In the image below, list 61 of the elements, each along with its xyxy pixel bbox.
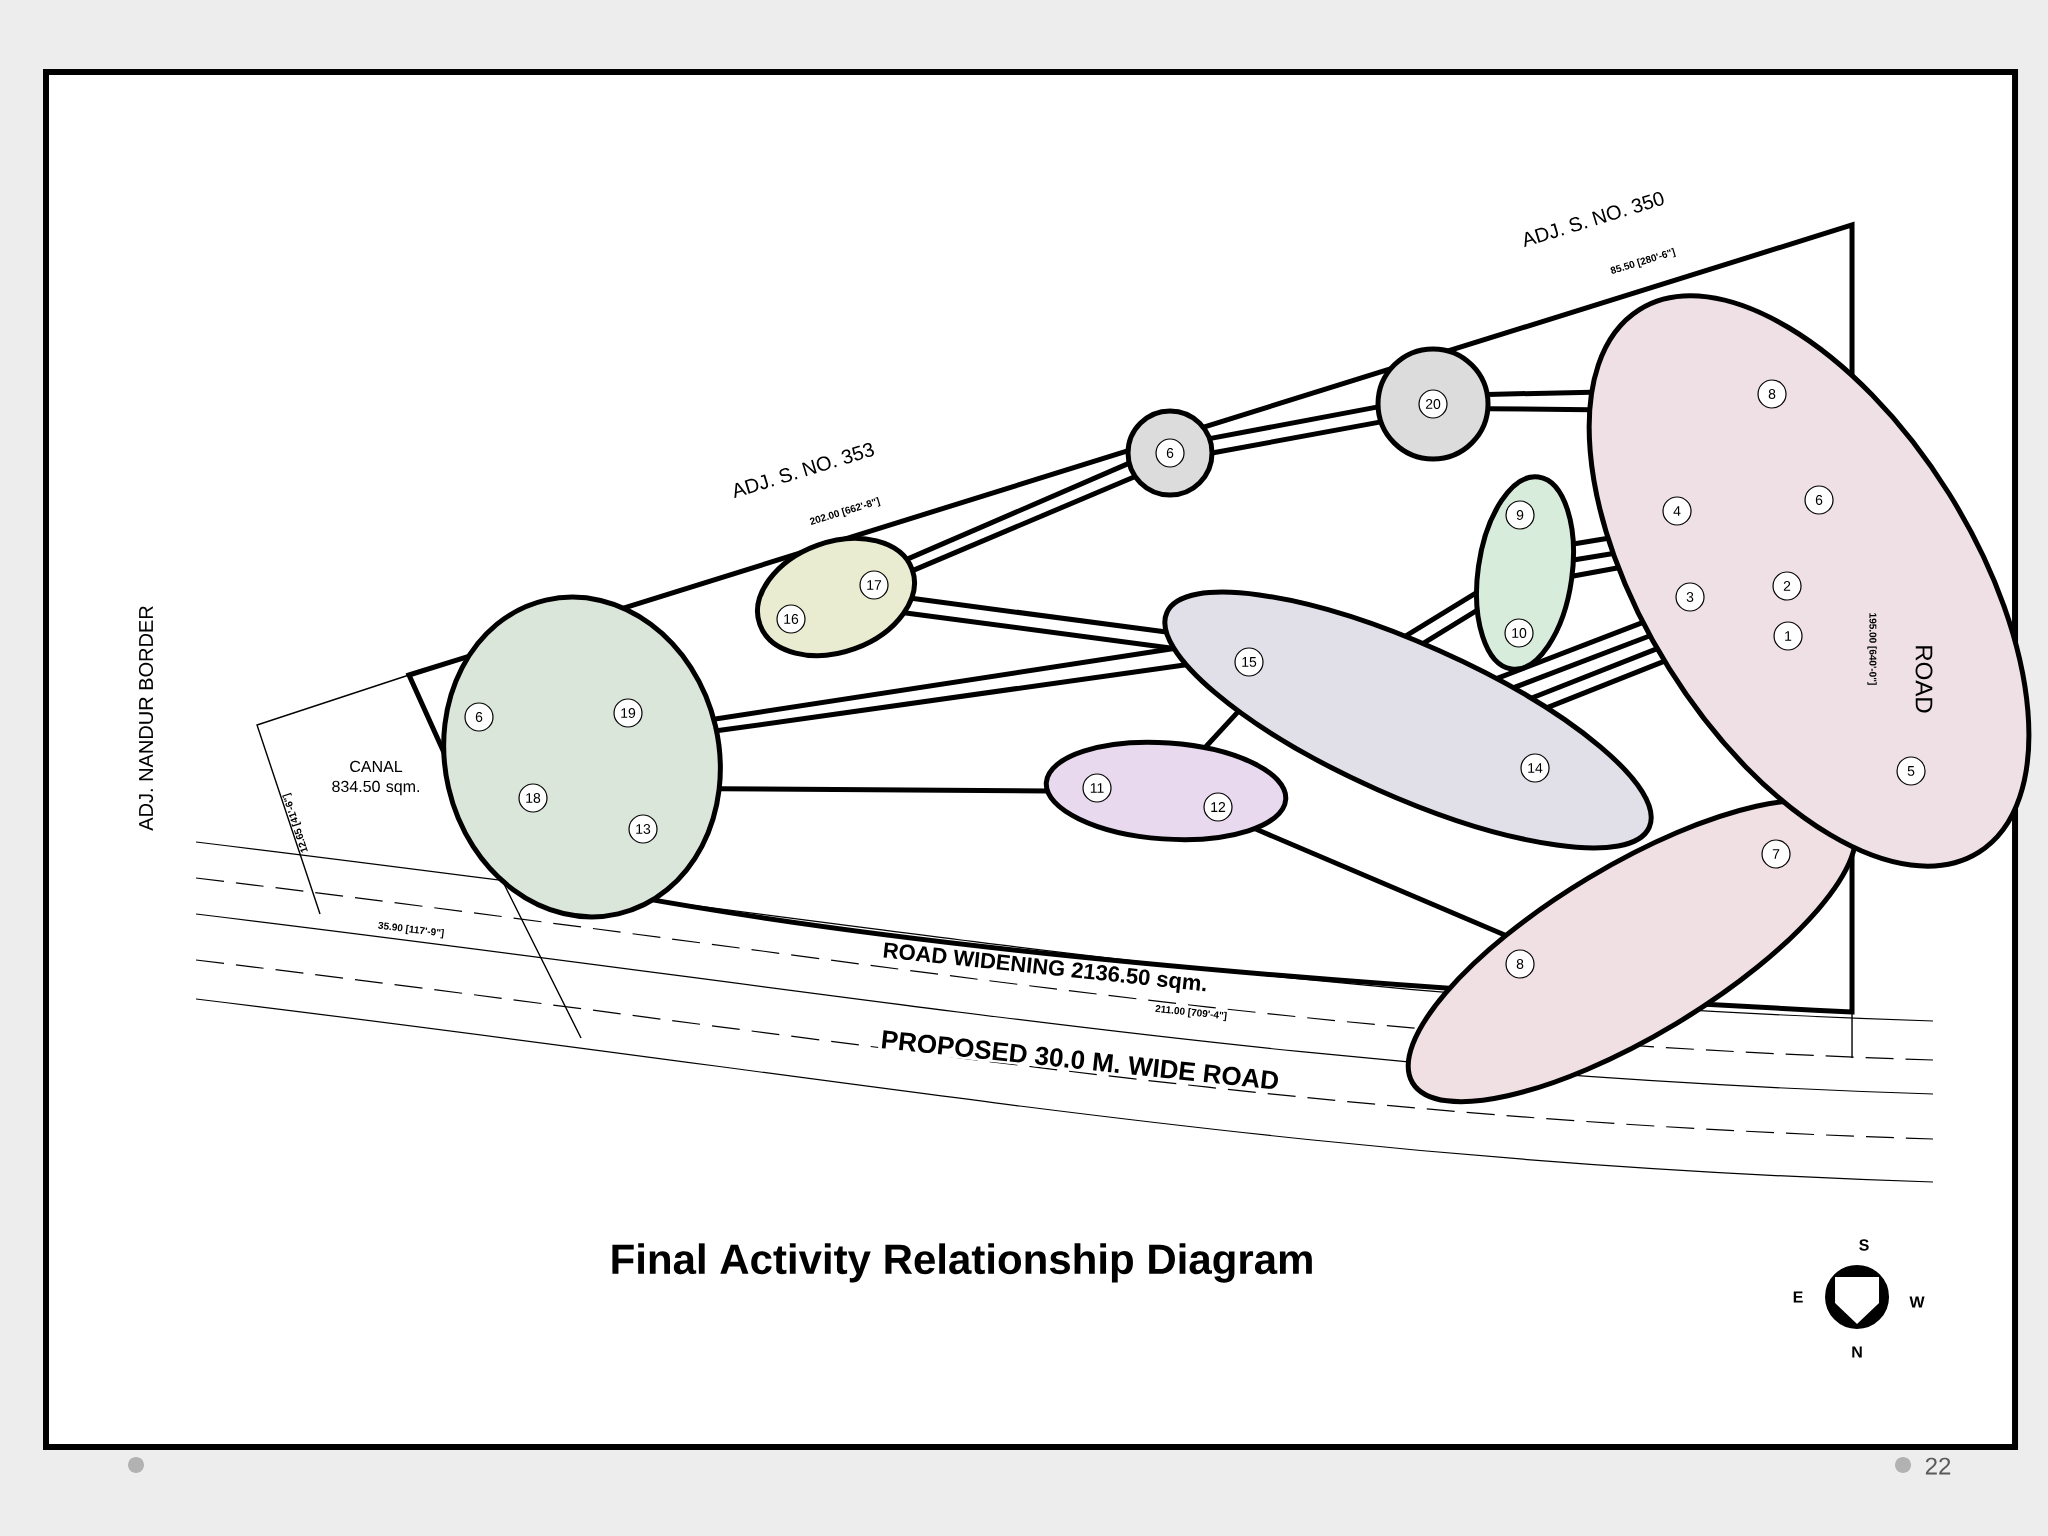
relationship-line	[1545, 658, 1666, 711]
compass-letter: N	[1852, 1346, 1862, 1358]
activity-number: 12	[1203, 792, 1233, 822]
relationship-line	[905, 460, 1131, 562]
activity-number: 9	[1505, 500, 1535, 530]
relationship-line	[911, 595, 1167, 635]
relationship-line	[1571, 565, 1619, 579]
road-label: ROAD	[1915, 646, 1933, 713]
relationship-line	[1211, 419, 1382, 456]
relationship-line	[1403, 590, 1478, 639]
relationship-line	[1421, 608, 1479, 646]
dimension-text: 35.90 [117'-9"]	[378, 921, 445, 939]
activity-number: 8	[1757, 379, 1787, 409]
activity-number: 5	[1896, 756, 1926, 786]
activity-number: 11	[1082, 773, 1112, 803]
relationship-line	[1572, 535, 1609, 547]
page-number: 22	[1925, 1457, 1951, 1475]
activity-number: 2	[1772, 571, 1802, 601]
activity-number: 13	[628, 814, 658, 844]
relationship-line	[716, 662, 1187, 734]
adjacent-plot-label: ADJ. S. NO. 353	[734, 442, 874, 499]
compass-letter: E	[1793, 1291, 1803, 1303]
activity-number: 6	[1804, 485, 1834, 515]
activity-number: 16	[776, 604, 806, 634]
adjacent-border-label: ADJ. NANDUR BORDER	[138, 606, 154, 831]
activity-number: 17	[859, 570, 889, 600]
zone-ellipse	[441, 594, 723, 920]
activity-number: 4	[1662, 496, 1692, 526]
relationship-line	[1487, 406, 1590, 413]
activity-number: 10	[1504, 618, 1534, 648]
zone-ellipse	[1586, 293, 2032, 869]
road-label: ROAD WIDENING 2136.50 sqm.	[879, 939, 1211, 999]
relationship-line	[1512, 633, 1651, 691]
road-label: PROPOSED 30.0 M. WIDE ROAD	[877, 1027, 1283, 1093]
diagram-title: Final Activity Relationship Diagram	[612, 1243, 1312, 1283]
relationship-line	[911, 474, 1137, 573]
relationship-line	[1487, 389, 1592, 397]
activity-number: 7	[1761, 839, 1791, 869]
dimension-text: 211.00 [709'-4"]	[1155, 1005, 1227, 1022]
relationship-line	[719, 786, 1048, 794]
activity-number: 6	[1155, 438, 1185, 468]
relationship-line	[1253, 826, 1507, 938]
dimension-text: 195.00 [640'-0"]	[1867, 613, 1877, 685]
activity-number: 3	[1675, 582, 1705, 612]
relationship-line	[1209, 404, 1379, 442]
relationship-line	[1495, 620, 1644, 682]
relationship-line	[1572, 551, 1614, 563]
zone-circle	[1375, 346, 1491, 462]
activity-number: 8	[1505, 949, 1535, 979]
activity-number: 19	[613, 698, 643, 728]
area-label: CANAL 834.50 sqm.	[332, 760, 419, 796]
activity-number: 14	[1520, 753, 1550, 783]
activity-number: 20	[1418, 389, 1448, 419]
activity-number: 18	[518, 783, 548, 813]
compass-letter: S	[1859, 1239, 1869, 1251]
activity-number: 6	[464, 702, 494, 732]
relationship-line	[1530, 646, 1659, 701]
activity-number: 15	[1234, 647, 1264, 677]
adjacent-plot-label: ADJ. S. NO. 350	[1524, 191, 1664, 248]
activity-number: 1	[1773, 621, 1803, 651]
compass-letter: W	[1909, 1296, 1925, 1308]
